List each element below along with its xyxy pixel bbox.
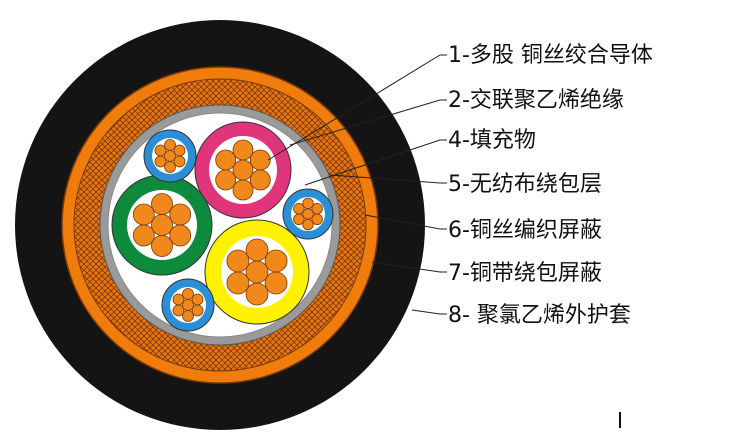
conductor-strand <box>311 202 323 215</box>
label-nonwoven-wrap: 5-无纺布绕包层 <box>448 172 602 197</box>
layer-labels: 1-多股 铜丝绞合导体 2-交联聚乙烯绝缘 4-填充物 5-无纺布绕包层 6-铜… <box>448 43 653 328</box>
conductor-strand <box>154 155 167 168</box>
conductor-strand <box>132 224 155 247</box>
conductor-strand <box>173 155 186 168</box>
core-blue-2 <box>282 188 334 240</box>
conductor-strand <box>226 249 250 273</box>
conductor-strand <box>226 271 250 295</box>
conductor-strand <box>164 150 176 162</box>
conductor-strand <box>191 293 204 306</box>
leader-lines <box>267 54 447 315</box>
label-copper-braid: 6-铜丝编织屏蔽 <box>448 218 602 243</box>
core-blue-3 <box>161 278 215 332</box>
label-outer-sheath: 8- 聚氯乙烯外护套 <box>448 303 631 328</box>
conductor-strand <box>191 304 204 317</box>
leader-line-6 <box>364 214 447 230</box>
conductor-strand <box>169 224 192 247</box>
conductor-strand <box>164 161 176 173</box>
leader-line-2 <box>289 99 447 146</box>
conductor-strand <box>182 310 194 322</box>
conductor-strand <box>245 238 269 262</box>
label-insulation: 2-交联聚乙烯绝缘 <box>448 88 624 113</box>
conductor-strand <box>172 293 185 306</box>
leader-line-8 <box>411 309 447 315</box>
conductor-strand <box>232 159 254 181</box>
conductor-strand <box>293 202 305 215</box>
conductor-strand <box>172 304 185 317</box>
leader-line-1 <box>267 54 447 161</box>
conductor-strand <box>302 197 314 210</box>
leader-line-4 <box>304 139 447 186</box>
core-blue-1 <box>143 129 197 183</box>
conductor-strand <box>169 203 192 226</box>
conductor-strand <box>264 271 288 295</box>
conductor-strand <box>302 218 314 231</box>
conductor-strand <box>215 149 237 171</box>
conductor-strand <box>232 139 254 161</box>
core-yellow <box>204 219 310 325</box>
cable-cores <box>111 121 334 332</box>
label-copper-tape: 7-铜带绕包屏蔽 <box>448 261 602 286</box>
core-green <box>111 174 213 276</box>
conductor-strand <box>215 169 237 191</box>
leader-line-7 <box>371 261 447 273</box>
conductor-strand <box>293 213 305 226</box>
conductor-strand <box>173 144 186 157</box>
conductor-strand <box>132 203 155 226</box>
conductor-strand <box>164 139 176 151</box>
conductor-strand <box>245 282 269 306</box>
label-conductor: 1-多股 铜丝绞合导体 <box>448 43 653 68</box>
conductor-strand <box>182 288 194 300</box>
leader-line-5 <box>329 174 447 184</box>
conductor-strand <box>151 193 173 215</box>
conductor-strand <box>182 299 194 311</box>
conductor-strand <box>151 235 173 257</box>
core-pink <box>194 121 292 219</box>
conductor-strand <box>151 214 173 236</box>
conductor-strand <box>154 144 167 157</box>
conductor-strand <box>249 149 271 171</box>
conductor-strand <box>249 169 271 191</box>
conductor-strand <box>264 249 288 273</box>
conductor-strand <box>232 179 254 201</box>
label-filler: 4-填充物 <box>448 128 536 153</box>
conductor-strand <box>245 260 269 284</box>
